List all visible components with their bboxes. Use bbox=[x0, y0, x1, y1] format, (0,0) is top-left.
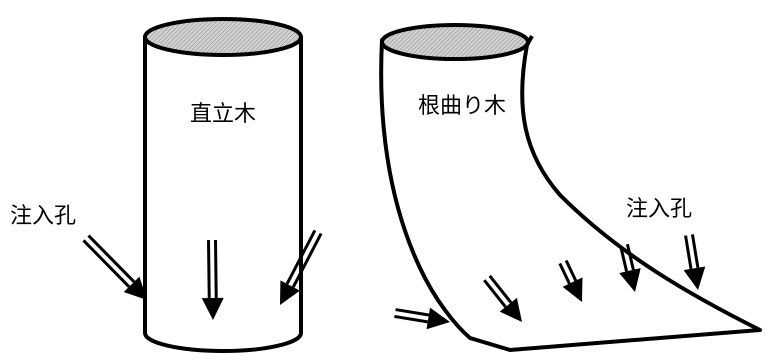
curved-tree bbox=[379, 23, 762, 352]
arrow-shaft bbox=[285, 229, 317, 285]
arrow-shaft bbox=[625, 243, 635, 271]
injection-arrow bbox=[280, 229, 323, 305]
arrow-head bbox=[619, 268, 641, 292]
straight-tree bbox=[143, 17, 303, 353]
arrow-shaft bbox=[558, 262, 571, 285]
arrow-head bbox=[499, 297, 522, 322]
straight-tree-top bbox=[143, 17, 303, 57]
arrow-shaft bbox=[213, 239, 218, 298]
arrow-shaft bbox=[87, 234, 136, 283]
straight-tree-body bbox=[143, 37, 303, 353]
curved-tree-body bbox=[379, 38, 762, 352]
injection-arrow bbox=[82, 234, 147, 300]
arrow-shaft bbox=[483, 279, 507, 308]
arrow-shaft bbox=[488, 274, 513, 304]
arrow-shaft bbox=[291, 232, 323, 288]
injection-hole-label-left: 注入孔 bbox=[10, 204, 76, 229]
injection-arrow bbox=[683, 234, 706, 290]
arrow-head bbox=[683, 266, 706, 290]
arrow-head bbox=[562, 277, 583, 302]
arrow-head bbox=[123, 276, 147, 300]
injection-arrow bbox=[619, 243, 641, 292]
injection-arrows bbox=[82, 229, 706, 330]
injection-arrow bbox=[201, 239, 224, 320]
arrow-head bbox=[280, 280, 300, 305]
arrow-shaft bbox=[82, 239, 131, 288]
straight-tree-label: 直立木 bbox=[190, 102, 256, 127]
curved-tree-top-edge bbox=[525, 35, 534, 46]
curved-tree-label: 根曲り木 bbox=[418, 94, 506, 119]
arrow-shaft bbox=[690, 234, 700, 268]
injection-arrow bbox=[558, 259, 583, 302]
injection-hole-label-right: 注入孔 bbox=[626, 197, 692, 222]
arrow-shaft bbox=[394, 314, 428, 324]
arrow-head bbox=[426, 307, 450, 330]
injection-arrow bbox=[394, 307, 450, 330]
arrow-shaft bbox=[395, 308, 430, 317]
arrow-shaft bbox=[207, 240, 211, 299]
injection-arrow bbox=[483, 274, 522, 322]
arrow-shaft bbox=[564, 259, 578, 282]
curved-tree-top bbox=[380, 23, 530, 61]
arrow-shaft bbox=[619, 245, 629, 272]
arrow-shaft bbox=[684, 235, 693, 270]
arrow-head bbox=[201, 297, 224, 320]
